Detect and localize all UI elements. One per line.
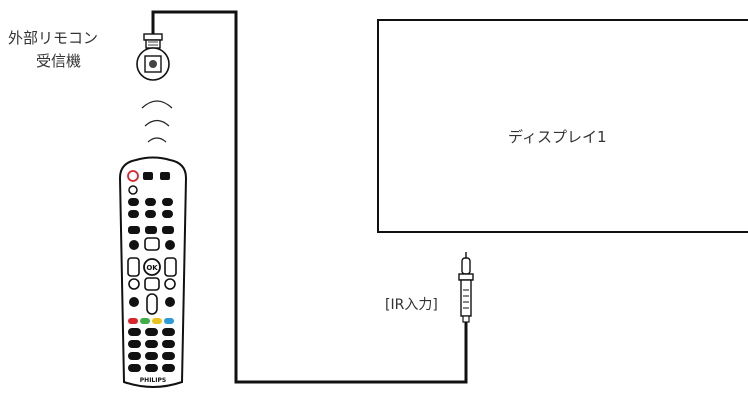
ir-input-jack xyxy=(458,252,474,323)
remote-brand-text: PHILIPS xyxy=(140,377,166,384)
receiver-label-line2: 受信機 xyxy=(36,52,82,70)
remote-ok-text: OK xyxy=(146,264,158,272)
ir-signal-waves xyxy=(141,100,173,143)
remote-control: OK xyxy=(118,156,188,388)
external-ir-receiver xyxy=(136,33,170,81)
receiver-label-line1: 外部リモコン xyxy=(8,29,99,47)
display-label: ディスプレイ1 xyxy=(508,128,607,146)
display-1-box xyxy=(377,19,748,233)
ir-cable xyxy=(151,10,468,384)
ir-input-label: [IR入力] xyxy=(385,297,438,313)
